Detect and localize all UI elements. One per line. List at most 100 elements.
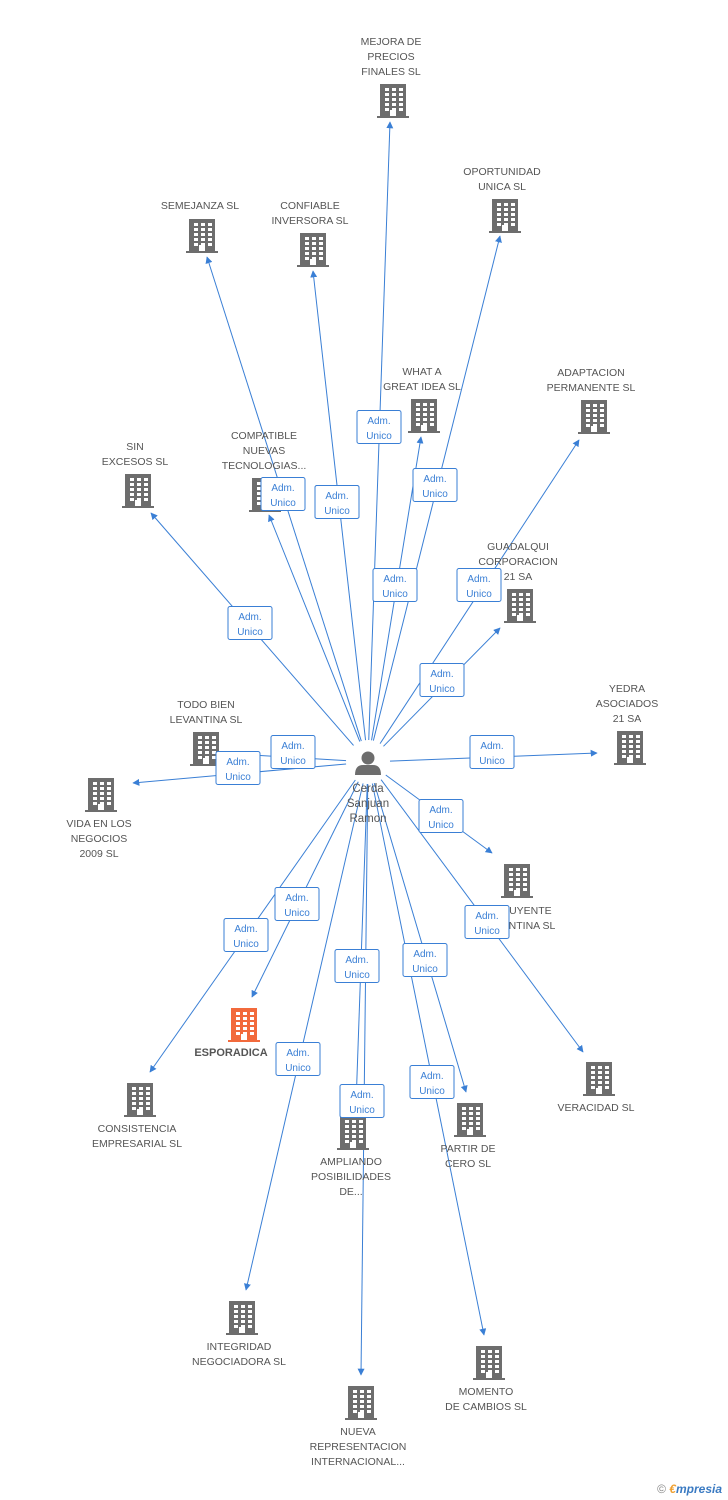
company-node-veracidad[interactable]: VERACIDAD SL [557,1062,635,1114]
edge-label-text: Unico [285,1063,311,1074]
edge-label-text: Unico [474,926,500,937]
edge-label-adaptacion: Adm. Unico [456,568,502,602]
company-label: TODO BIEN [177,699,235,711]
edge-label-text: Adm. [285,893,308,904]
company-label: ADAPTACION [557,367,624,379]
edge-momento [371,783,487,1336]
company-node-nueva[interactable]: NUEVA REPRESENTACION INTERNACIONAL... [310,1386,407,1468]
company-label: PARTIR DE [440,1143,495,1155]
brand-logo-e: € [669,1482,676,1496]
building-icon [504,589,536,623]
company-label: INTERNACIONAL... [311,1456,405,1468]
edge-label-text: Adm. [350,1090,373,1101]
company-node-semejanza[interactable]: SEMEJANZA SL [161,200,239,253]
company-node-ampliando[interactable]: AMPLIANDOPOSIBILIDADESDE... [311,1116,391,1198]
edge-label-mejora: Adm.Unico [356,410,402,444]
edge-compatible [268,514,361,742]
edge-labels-layer: Adm.UnicoAdm.UnicoAdm.UnicoAdm.UnicoAdm.… [215,410,515,1118]
edge-label-text: Unico [237,627,263,638]
company-label: GREAT IDEA SL [383,381,461,393]
edge-label-text: Unico [422,489,448,500]
company-node-esporadica[interactable]: ESPORADICA [194,1008,268,1059]
company-label: 21 SA [504,571,533,583]
brand-logo[interactable]: €mpresia [669,1482,722,1496]
edge-label-text: Unico [419,1086,445,1097]
person-name: Ramon [349,813,386,825]
company-label: ESPORADICA [194,1047,267,1059]
edge-label-text: Adm. [226,757,249,768]
building-icon [408,399,440,433]
company-label: LEVANTINA SL [170,714,243,726]
company-label: VERACIDAD SL [557,1102,634,1114]
edge-label-partirde: Adm.Unico [402,943,448,977]
edge-label-ampliando: Adm.Unico [334,949,380,983]
person-icon [355,751,381,775]
building-icon [489,199,521,233]
person-name: Cerda [352,783,384,795]
building-icon [345,1386,377,1420]
building-icon [501,864,533,898]
building-icon [190,732,222,766]
edge-label-text: Adm. [423,474,446,485]
edge-label-text: Adm. [345,955,368,966]
building-icon [297,233,329,267]
edge-label-oportunidad: Adm. Unico [412,468,458,502]
company-label: DE CAMBIOS SL [445,1401,527,1413]
building-icon [228,1008,260,1042]
edge-label-confiable: Adm.Unico [314,485,360,519]
edge-label-text: Unico [233,939,259,950]
edge-label-integridad: Adm.Unico [275,1042,321,1076]
edge-label-text: Unico [429,684,455,695]
company-label: NUEVA [340,1426,375,1438]
edge-label-text: Adm. [430,669,453,680]
edge-label-influyente: Adm.Unico [418,799,464,833]
building-icon [226,1301,258,1335]
company-label: CORPORACION [478,556,557,568]
edge-label-text: Unico [225,772,251,783]
company-node-todobien[interactable]: TODO BIEN LEVANTINA SL [170,699,243,766]
edge-label-todobien: Adm.Unico [270,735,316,769]
edge-integridad [244,783,364,1291]
edge-label-text: Adm. [383,574,406,585]
company-label: REPRESENTACION [310,1441,407,1453]
brand-logo-text: mpresia [675,1482,722,1496]
edge-label-veracidad: Adm.Unico [464,905,510,939]
edge-label-text: Adm. [467,574,490,585]
building-icon [122,474,154,508]
edge-label-text: Adm. [367,416,390,427]
edge-label-text: Adm. [234,924,257,935]
company-label: YEDRA [609,683,645,695]
company-label: VIDA EN LOS [66,818,131,830]
company-node-confiable[interactable]: CONFIABLE INVERSORA SL [271,200,349,267]
edge-nueva [357,783,369,1376]
building-icon [614,731,646,765]
company-label: UNICA SL [478,181,526,193]
edge-label-text: Adm. [420,1071,443,1082]
edge-label-whatagreat: Adm.Unico [372,568,418,602]
building-icon [454,1103,486,1137]
company-label: MEJORA DE [361,36,422,48]
company-label: INVERSORA SL [271,215,348,227]
company-label: NEGOCIADORA SL [192,1356,286,1368]
edge-label-text: Unico [284,908,310,919]
edge-label-text: Adm. [325,491,348,502]
company-label: NUEVAS [243,445,285,457]
company-label: CONFIABLE [280,200,340,212]
edge-label-text: Unico [428,820,454,831]
edge-label-compatible: Adm.Unico [260,477,306,511]
edge-label-text: Unico [466,589,492,600]
